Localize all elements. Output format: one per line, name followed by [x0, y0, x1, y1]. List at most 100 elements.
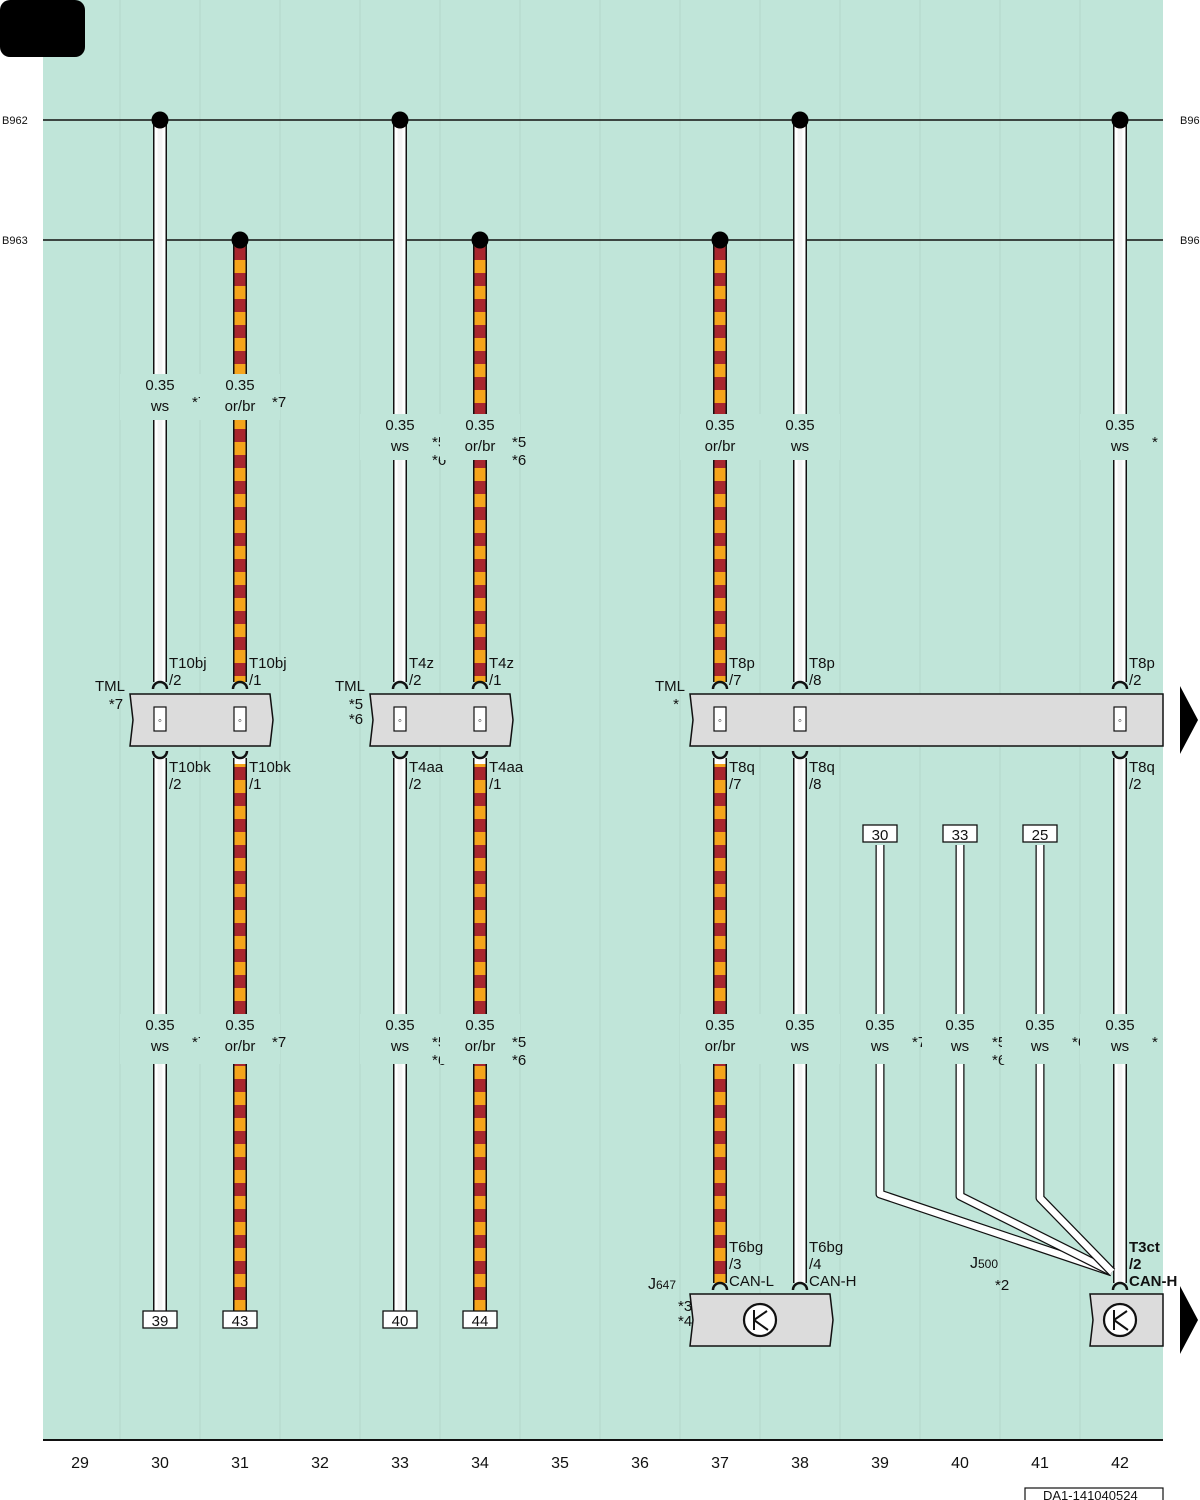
device-pin-name: T6bg: [809, 1239, 843, 1256]
ref-box: [142, 1310, 178, 1329]
wire-note: *5: [512, 1034, 526, 1051]
connector-pin-box: [713, 706, 727, 732]
label-gap: [760, 414, 840, 460]
column-number: 29: [71, 1455, 89, 1472]
pin-contact: [711, 1281, 729, 1291]
junction-dot: [471, 231, 489, 249]
wire-color-code: ws: [390, 438, 409, 455]
wire-color-code: ws: [1030, 1038, 1049, 1055]
pin-contact: [711, 680, 729, 690]
feed-wire-sheath: [956, 845, 1114, 1275]
wire-note: *: [1152, 434, 1158, 451]
transistor-icon: [753, 1310, 769, 1331]
connector-pin-glyph: ◦: [1118, 715, 1122, 727]
label-gap: [1002, 1014, 1078, 1064]
wire-note: *: [1152, 1034, 1158, 1051]
wire-color-code: or/br: [225, 1038, 256, 1055]
source-ref-box: [942, 824, 978, 843]
wire-color-code: or/br: [465, 1038, 496, 1055]
pin-contact: [391, 680, 409, 690]
wire-note: *7: [272, 394, 286, 411]
junction-dot: [711, 231, 729, 249]
wire-note: *7: [272, 1034, 286, 1051]
wire-color-code: ws: [790, 438, 809, 455]
pin-name: T4z: [409, 655, 434, 672]
wire-size: 0.35: [465, 417, 494, 434]
device-pin-name: T3ct: [1129, 1239, 1160, 1256]
pin-contact: [1111, 680, 1129, 690]
junction-dot: [1111, 111, 1129, 129]
wire-color-code: or/br: [705, 438, 736, 455]
column-number: 36: [631, 1455, 649, 1472]
wire-size: 0.35: [705, 417, 734, 434]
pin-number: /8: [809, 672, 822, 689]
pin-number: /2: [169, 776, 182, 793]
label-gap: [842, 1014, 918, 1064]
connector-pin-box: [473, 706, 487, 732]
pin-number: /2: [169, 672, 182, 689]
pin-number: /1: [249, 776, 262, 793]
label-gap: [922, 1014, 998, 1064]
pin-name: T8q: [1129, 759, 1155, 776]
device-pin-name: T6bg: [729, 1239, 763, 1256]
ref-box: [462, 1310, 498, 1329]
label-gap: [1080, 1014, 1160, 1064]
pin-name: T10bk: [169, 759, 211, 776]
junction-dot: [391, 111, 409, 129]
device-name: J500: [970, 1255, 998, 1272]
control-unit-icon: [1102, 1302, 1138, 1338]
column-number: 40: [951, 1455, 969, 1472]
column-number: 31: [231, 1455, 249, 1472]
device-note: *4: [678, 1313, 692, 1330]
device-pin-number: /2: [1129, 1256, 1142, 1273]
pin-contact: [471, 680, 489, 690]
connector-note: *7: [109, 696, 123, 713]
transistor-icon: [1113, 1310, 1129, 1331]
label-gap: [680, 1014, 760, 1064]
label-gap: [200, 374, 280, 420]
pin-contact: [711, 750, 729, 760]
connector-pin-box: [793, 706, 807, 732]
bus-label-right: B96: [1180, 235, 1200, 247]
continue-arrow-icon: [1180, 1286, 1198, 1354]
label-gap: [360, 414, 440, 460]
source-ref-number: 25: [1032, 827, 1049, 844]
device-note: *2: [995, 1277, 1009, 1294]
wire-size: 0.35: [145, 377, 174, 394]
wire-size: 0.35: [385, 1017, 414, 1034]
ref-number: 43: [232, 1313, 249, 1330]
junction-dot: [151, 111, 169, 129]
connector-pin-glyph: ◦: [398, 715, 402, 727]
wire-core: [797, 120, 803, 682]
feed-wire-sheath: [1036, 845, 1115, 1275]
pin-contact: [791, 680, 809, 690]
wire-size: 0.35: [225, 377, 254, 394]
wire-size: 0.35: [785, 417, 814, 434]
device-name: J647: [648, 1276, 676, 1293]
bus-label-right: B96: [1180, 115, 1200, 127]
pin-contact: [231, 750, 249, 760]
pin-contact: [151, 680, 169, 690]
wire-color-code: ws: [870, 1038, 889, 1055]
device-pin-number: /4: [809, 1256, 822, 1273]
connector-name: TML: [335, 678, 365, 695]
connector-pin-glyph: ◦: [718, 715, 722, 727]
pin-name: T8q: [809, 759, 835, 776]
pin-number: /7: [729, 672, 742, 689]
pin-contact: [471, 750, 489, 760]
source-ref-box: [862, 824, 898, 843]
pin-number: /1: [489, 776, 502, 793]
connector-pin-box: [233, 706, 247, 732]
device-pin-signal: CAN-H: [1129, 1273, 1177, 1290]
junction-dot: [791, 111, 809, 129]
connector-note: *6: [349, 711, 363, 728]
label-gap: [680, 414, 760, 460]
wire-stripe: [234, 246, 246, 682]
column-number: 33: [391, 1455, 409, 1472]
column-number: 32: [311, 1455, 329, 1472]
wire-size: 0.35: [865, 1017, 894, 1034]
column-number: 37: [711, 1455, 729, 1472]
device-name-sub: 500: [978, 1257, 998, 1271]
wire-color-code: ws: [390, 1038, 409, 1055]
